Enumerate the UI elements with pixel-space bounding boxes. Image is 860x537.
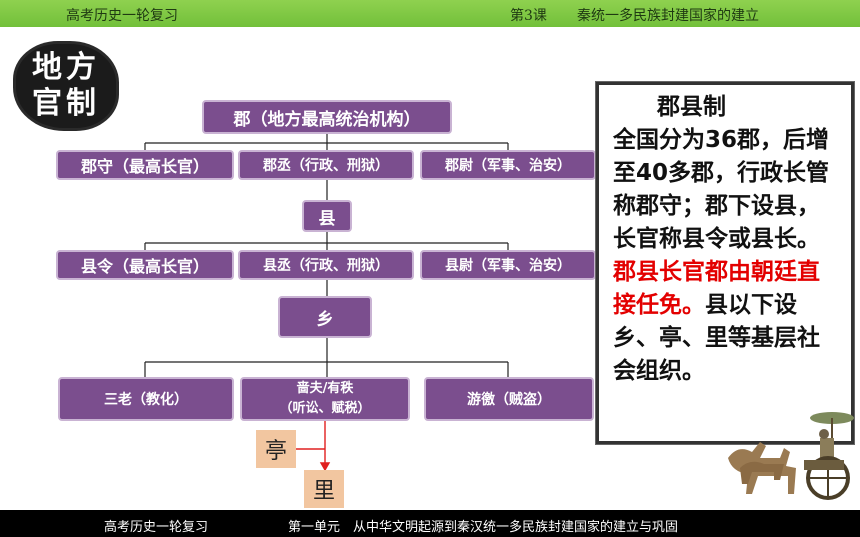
note-paragraph-3: 县以下设乡、亭、里等基层社会组织。	[613, 292, 820, 384]
arrow-head	[319, 462, 331, 472]
section-stamp: 地方 官制	[16, 44, 116, 128]
note-highlight: 郡县长官都由朝廷直接任免。	[613, 259, 820, 318]
note-paragraph-1: 全国分为36郡，后增至40多郡，行政长管称郡守；郡下设县，长官称县令或县长。	[613, 127, 830, 252]
footer-bar: 高考历史一轮复习 第一单元 从中华文明起源到秦汉统一多民族封建国家的建立与巩固	[0, 510, 860, 537]
box-sanlao: 三老（教化）	[58, 377, 234, 421]
box-sefu-line2: （听讼、赋税）	[279, 401, 371, 416]
box-ting: 亭	[256, 430, 296, 468]
box-sefu: 啬夫/有秩 （听讼、赋税）	[240, 377, 410, 421]
box-xiancheng: 县丞（行政、刑狱）	[238, 250, 414, 280]
box-li: 里	[304, 470, 344, 508]
box-xianwei: 县尉（军事、治安）	[420, 250, 596, 280]
box-xianling: 县令（最高长官）	[56, 250, 234, 280]
explanation-panel: 郡县制 全国分为36郡，后增至40多郡，行政长管称郡守；郡下设县，长官称县令或县…	[596, 82, 854, 444]
terracotta-chariot-icon	[728, 412, 854, 500]
stamp-line-2: 官制	[32, 86, 100, 121]
footer-course-title: 高考历史一轮复习	[104, 520, 209, 535]
box-juncheng: 郡丞（行政、刑狱）	[238, 150, 414, 180]
header-lesson-title: 秦统一多民族封建国家的建立	[577, 8, 759, 24]
header-bar: 高考历史一轮复习 第3课 秦统一多民族封建国家的建立	[0, 0, 860, 27]
footer-unit-title: 第一单元 从中华文明起源到秦汉统一多民族封建国家的建立与巩固	[288, 520, 679, 535]
box-junwei: 郡尉（军事、治安）	[420, 150, 596, 180]
header-lesson-number: 第3课	[510, 8, 547, 24]
box-xiang: 乡	[278, 296, 372, 338]
box-xian: 县	[302, 200, 352, 232]
box-jun: 郡（地方最高统治机构）	[202, 100, 452, 134]
header-course-title: 高考历史一轮复习	[66, 8, 178, 24]
box-youjiao: 游徼（贼盗）	[424, 377, 594, 421]
box-sefu-line1: 啬夫/有秩	[296, 381, 354, 396]
box-junshou: 郡守（最高长官）	[56, 150, 234, 180]
note-title: 郡县制	[657, 94, 726, 120]
stamp-line-1: 地方	[32, 50, 100, 85]
